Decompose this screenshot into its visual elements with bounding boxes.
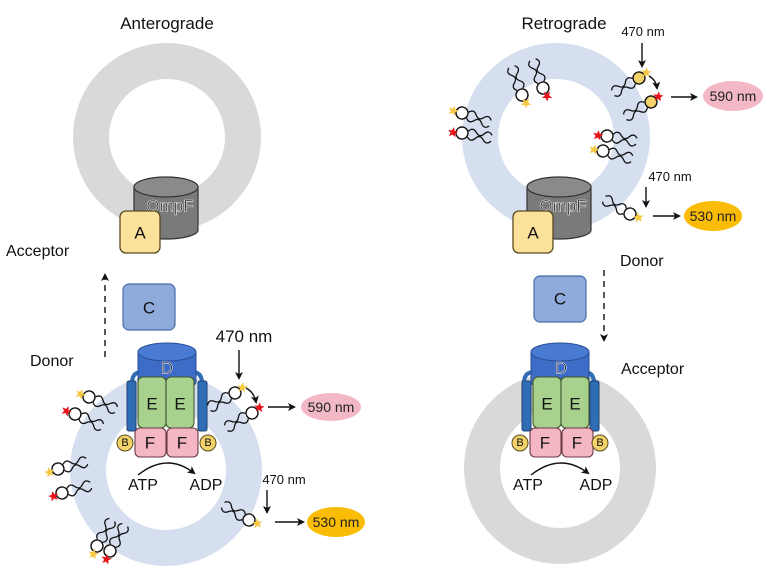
left-circle-b-1 [116,434,134,452]
left-transporter-complex: D E E F F B B [116,342,217,458]
left-side-bar-right [197,380,208,432]
probe-loop [600,129,614,143]
probe-donor-only [601,195,645,225]
right-panel: Retrograde OmpF A Donor C Acceptor D [446,14,763,564]
right-fret-transfer-arrow [648,75,661,90]
right-box-f-2-label: F [572,434,582,453]
probe-acceptor-emitting [223,401,267,432]
left-emission-donor-label: 530 nm [313,514,360,530]
left-cylinder-d-label: D [161,359,173,378]
right-emission-fret-pill [703,81,763,111]
left-box-f-2 [166,427,199,458]
left-box-f-1 [134,427,167,458]
right-cylinder-d-label: D [555,359,567,378]
left-box-e-1-label: E [146,395,157,414]
left-box-f-2-label: F [177,434,187,453]
right-box-a [512,210,554,254]
right-box-c [533,275,587,323]
left-atp-hydrolysis-arrow [137,462,196,476]
left-ompf-label: OmpF [146,197,193,216]
left-cylinder-d [137,342,197,362]
right-atp-hydrolysis-arrow [530,462,590,476]
left-emission-fret-label: 590 nm [308,399,355,415]
left-emission-donor-pill [307,507,365,537]
right-circle-b-2-label: B [596,437,603,449]
left-excitation-donor-label: 470 nm [262,472,305,487]
right-box-a-label: A [527,224,539,243]
probe-acceptor-emitting [622,90,666,121]
right-box-f-1-label: F [540,434,550,453]
probe-loop [82,390,96,404]
probe-acceptor [47,480,93,502]
right-atp-label: ATP [513,477,543,494]
left-circle-b-1-label: B [121,437,128,449]
right-title: Retrograde [521,14,606,33]
right-adp-label: ADP [580,477,613,494]
left-side-bar-left [126,380,137,432]
probe-loop [623,207,637,221]
right-box-f-1 [529,427,562,458]
left-box-a [119,210,161,254]
right-circle-b-2 [591,434,609,452]
probe-acceptor [59,404,105,431]
right-acceptor-label: Acceptor [621,361,685,378]
right-excitation-donor-label: 470 nm [648,169,691,184]
left-box-c-label: C [143,299,155,318]
right-circle-b-1 [511,434,529,452]
probe-acceptor [99,522,129,566]
left-panel: Anterograde OmpF A Acceptor C Donor [6,14,365,566]
left-circle-b-2 [199,434,217,452]
right-box-e-2-label: E [569,395,580,414]
right-side-bar-right [589,380,600,432]
right-cylinder-d [530,342,590,362]
right-emission-donor-label: 530 nm [690,208,737,224]
left-emission-fret-pill [301,393,361,421]
right-excitation-fret-label: 470 nm [621,24,664,39]
probe-donor [587,143,634,164]
probe-loop [68,407,82,421]
left-excitation-fret-label: 470 nm [216,327,273,346]
probe-donor-only [220,501,264,531]
probe-donor [43,456,89,478]
left-circle-b-2-label: B [204,437,211,449]
right-probes-group [446,58,666,225]
left-atp-label: ATP [128,477,158,494]
right-box-e-1-label: E [541,395,552,414]
probe-donor-excited [610,66,654,97]
probe-donor-excited [206,381,250,412]
right-side-bar-left [521,380,532,432]
probe-acceptor [592,129,638,147]
right-box-c-label: C [554,290,566,309]
right-ompf-label: OmpF [539,197,586,216]
right-circle-b-1-label: B [516,437,523,449]
left-box-c [122,283,176,331]
left-box-e-2-label: E [174,395,185,414]
left-title: Anterograde [120,14,214,33]
probe-donor [86,517,116,561]
left-adp-label: ADP [190,477,223,494]
right-emission-donor-pill [684,201,742,231]
probe-donor [507,65,532,110]
right-transporter-complex: D E E F F B B [511,342,609,458]
left-acceptor-label: Acceptor [6,243,70,260]
left-fret-transfer-arrow [245,387,259,404]
probe-acceptor [447,126,493,144]
left-box-f-1-label: F [145,434,155,453]
right-emission-fret-label: 590 nm [710,88,757,104]
probe-donor [73,387,119,414]
probe-donor [446,104,492,128]
probe-acceptor [528,58,553,103]
right-donor-label: Donor [620,253,664,270]
left-probes-group [43,381,267,566]
left-donor-label: Donor [30,353,74,370]
left-box-a-label: A [134,224,146,243]
